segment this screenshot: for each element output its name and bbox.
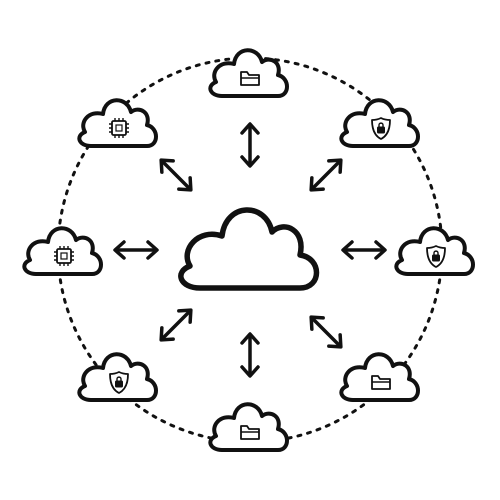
cloud-node-bottom-left [77, 352, 158, 402]
cloud-node-bottom [208, 402, 289, 452]
cloud-node-top-left [77, 98, 158, 148]
arrow-bottom-left [153, 302, 199, 348]
cloud-node-top [208, 48, 289, 98]
arrow-bottom-right [303, 309, 349, 355]
cloud-node-right [394, 226, 475, 276]
arrow-top-left [153, 152, 199, 198]
cloud-icon [77, 98, 158, 148]
cloud-node-top-right [339, 98, 420, 148]
arrow-bottom [240, 332, 260, 378]
arrow-right [341, 240, 387, 260]
arrow-top-right [303, 152, 349, 198]
cloud-node-left [22, 226, 103, 276]
arrow-left [113, 240, 159, 260]
hub-cloud [181, 210, 317, 288]
arrow-top [240, 122, 260, 168]
cloud-icon [22, 226, 103, 276]
